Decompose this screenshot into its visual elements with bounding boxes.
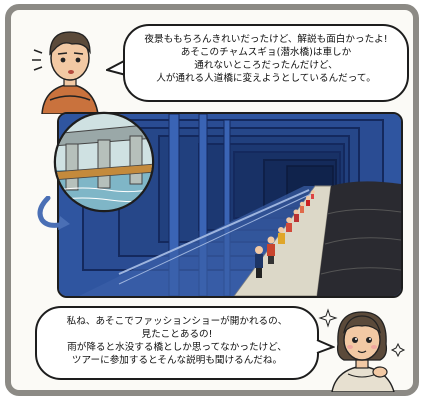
speech-line: 私ね、あそこでファッションショーが開かれるの、 xyxy=(66,316,288,327)
speech-line: 見たことあるの! xyxy=(141,329,213,340)
speech-bubble-bottom: 私ね、あそこでファッションショーが開かれるの、 見たことあるの! 雨が降ると水没… xyxy=(35,306,319,380)
speech-line: ツアーに参加するとそんな説明も聞けるんだね。 xyxy=(71,355,283,366)
speech-tail-top xyxy=(106,59,127,76)
speech-bubble-top: 夜景ももちろんきれいだったけど、解説も面白かったよ! あそこのチャムスギョ(潜水… xyxy=(123,24,409,102)
man-icon xyxy=(32,31,99,114)
speech-line: 夜景ももちろんきれいだったけど、解説も面白かったよ! xyxy=(144,34,388,45)
speech-line: あそこのチャムスギョ(潜水橋)は車しか xyxy=(180,47,352,58)
speech-line: 人が通れる人道橋に変えようとしているんだって。 xyxy=(156,73,376,84)
bridge-inset xyxy=(53,111,155,213)
curved-arrow-icon xyxy=(37,196,70,230)
speech-line: 雨が降ると水没する橋としか思ってなかったけど、 xyxy=(67,342,287,353)
woman-icon xyxy=(318,308,406,392)
speech-tail-bottom xyxy=(316,339,335,354)
speech-line: 通れないところだったんだけど、 xyxy=(194,60,338,71)
